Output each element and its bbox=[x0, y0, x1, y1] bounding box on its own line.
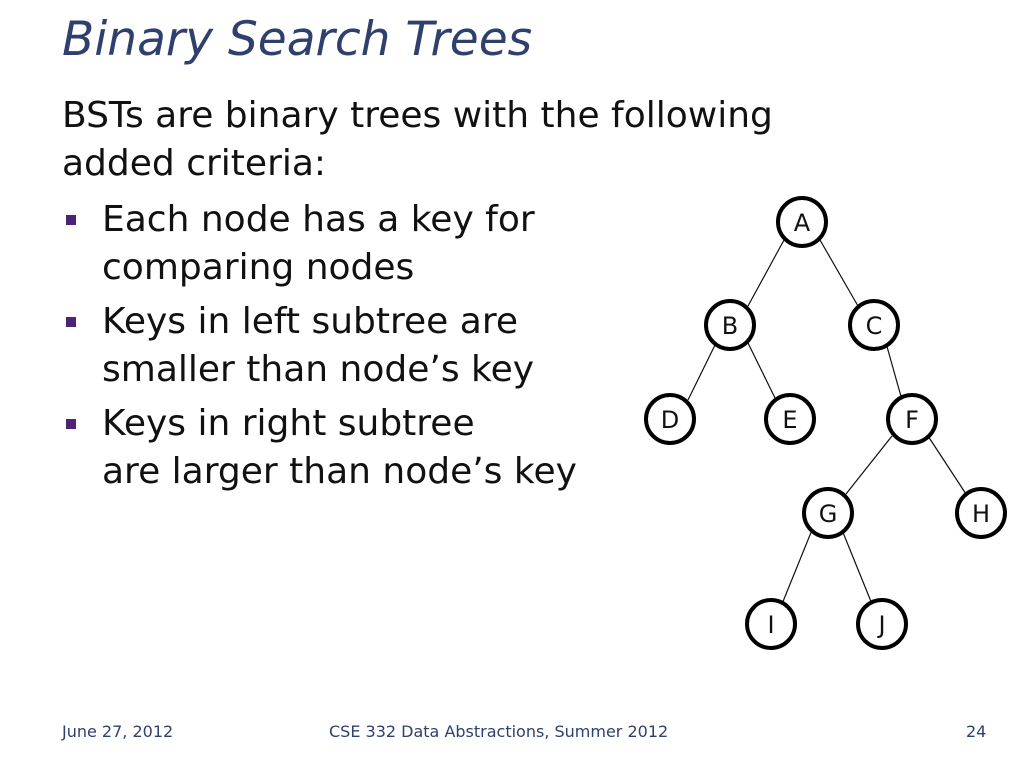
edge-g-j bbox=[841, 529, 873, 605]
node-label: C bbox=[866, 312, 883, 340]
edge-f-h bbox=[927, 435, 967, 495]
bullet-text: are larger than node’s key bbox=[102, 451, 577, 492]
intro-text: BSTs are binary trees with the following… bbox=[62, 92, 882, 188]
bullet-item: Keys in right subtree are larger than no… bbox=[62, 400, 662, 496]
edge-b-d bbox=[687, 342, 717, 401]
square-bullet-icon bbox=[66, 419, 76, 429]
edge-f-g bbox=[845, 435, 893, 495]
square-bullet-icon bbox=[66, 317, 76, 327]
tree-node: I bbox=[745, 598, 797, 650]
bullet-text: smaller than node’s key bbox=[102, 349, 535, 390]
square-bullet-icon bbox=[66, 215, 76, 225]
edge-a-b bbox=[747, 239, 785, 307]
slide-title: Binary Search Trees bbox=[62, 12, 533, 67]
node-label: F bbox=[905, 406, 919, 434]
node-label: G bbox=[819, 500, 838, 528]
tree-node: H bbox=[955, 487, 1007, 539]
bullet-text: Keys in right subtree bbox=[102, 403, 475, 444]
node-label: J bbox=[876, 611, 885, 639]
bullet-text: Keys in left subtree are bbox=[102, 301, 518, 342]
node-label: B bbox=[722, 312, 738, 340]
tree-node: D bbox=[644, 393, 696, 445]
edge-b-e bbox=[747, 342, 777, 401]
tree-node: C bbox=[848, 299, 900, 351]
tree-node: J bbox=[856, 598, 908, 650]
page-number: 24 bbox=[966, 722, 987, 741]
edge-c-f bbox=[885, 342, 903, 401]
bullet-item: Keys in left subtree are smaller than no… bbox=[62, 298, 662, 394]
edge-a-c bbox=[819, 239, 859, 307]
bullet-item: Each node has a key for comparing nodes bbox=[62, 196, 662, 292]
footer-course: CSE 332 Data Abstractions, Summer 2012 bbox=[329, 722, 669, 741]
footer-date: June 27, 2012 bbox=[62, 722, 174, 741]
tree-node: F bbox=[886, 393, 938, 445]
bullet-text: Each node has a key for bbox=[102, 199, 535, 240]
tree-node: E bbox=[764, 393, 816, 445]
tree-edges bbox=[687, 239, 967, 605]
bullet-list: Each node has a key for comparing nodes … bbox=[62, 196, 662, 502]
node-label: I bbox=[767, 611, 774, 639]
node-label: E bbox=[782, 406, 797, 434]
bullet-text: comparing nodes bbox=[102, 247, 415, 288]
tree-node: B bbox=[704, 299, 756, 351]
tree-node: A bbox=[776, 196, 828, 248]
node-label: A bbox=[794, 209, 811, 237]
intro-line: BSTs are binary trees with the following bbox=[62, 95, 773, 136]
node-label: H bbox=[972, 500, 990, 528]
edge-g-i bbox=[781, 529, 813, 605]
node-label: D bbox=[661, 406, 679, 434]
intro-line: added criteria: bbox=[62, 143, 327, 184]
tree-node: G bbox=[802, 487, 854, 539]
